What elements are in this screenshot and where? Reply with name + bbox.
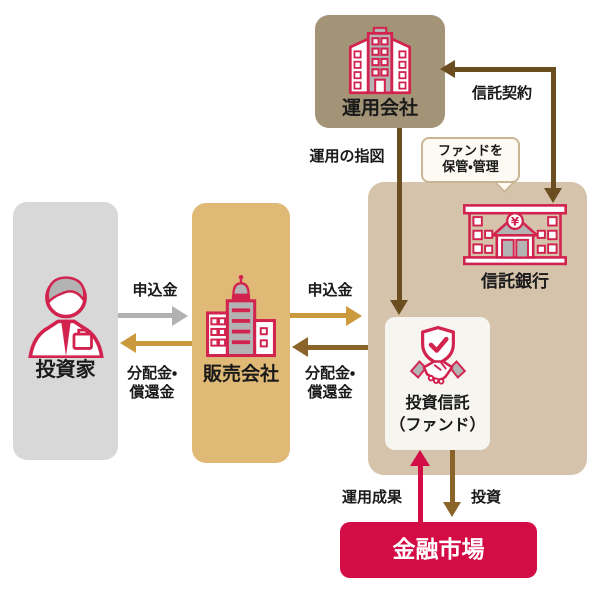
trust-bank-label: 信託銀行 <box>481 272 549 292</box>
arrow-application-investor-head <box>172 305 188 326</box>
distribution-label-1-line2: 償還金 <box>129 382 175 401</box>
investor-label: 投資家 <box>35 357 96 381</box>
arrow-distribution-investor-line <box>135 341 192 346</box>
arrow-distribution-investor-head <box>120 333 136 353</box>
arrow-performance-head <box>410 450 430 466</box>
arrow-trust-contract-hline <box>453 67 554 72</box>
arrow-application-investor-line <box>118 313 174 318</box>
distribution-label-2: 分配金・ 償還金 <box>288 364 372 402</box>
investment-label: 投資 <box>470 488 501 506</box>
distribution-label-1-line1: 分配金・ <box>126 364 178 382</box>
arrow-investment-line <box>450 450 455 503</box>
arrow-trust-contract-head-down <box>544 188 562 203</box>
arrow-distribution-distributor-head <box>292 337 308 357</box>
trust-contract-label: 信託契約 <box>471 84 532 102</box>
arrow-performance-line <box>418 465 423 522</box>
arrow-investment-head <box>443 502 461 517</box>
application-label-1: 申込金 <box>132 281 178 299</box>
fund-label-line2: （ファンド） <box>389 415 486 435</box>
performance-label: 運用成果 <box>341 488 402 506</box>
financial-market-box <box>340 522 537 578</box>
fund-label-line1: 投資信託 <box>405 393 470 412</box>
arrow-trust-contract-head-left <box>440 60 455 78</box>
callout-line2: 保管・管理 <box>442 160 499 175</box>
distributor-building-icon <box>203 272 279 360</box>
management-building-icon <box>342 26 418 96</box>
arrow-distribution-distributor-line <box>307 345 368 350</box>
distribution-label-2-line1: 分配金・ <box>304 364 356 382</box>
fund-label: 投資信託 （ファンド） <box>385 392 490 437</box>
callout-custody: ファンドを 保管・管理 <box>421 137 520 183</box>
arrow-application-distributor-head <box>346 305 362 326</box>
application-label-2: 申込金 <box>307 281 353 299</box>
distributor-label: 販売会社 <box>202 363 279 385</box>
financial-market-label: 金融市場 <box>392 537 485 563</box>
management-instruction-label: 運用の指図 <box>309 147 385 165</box>
callout-line1: ファンドを <box>437 144 503 159</box>
svg-text:¥: ¥ <box>511 215 519 229</box>
trust-bank-icon: ¥ <box>463 201 567 267</box>
fund-shield-handshake-icon <box>406 324 470 390</box>
arrow-instruction-head <box>390 300 408 315</box>
distribution-label-2-line2: 償還金 <box>307 382 353 401</box>
management-company-label: 運用会社 <box>341 97 418 119</box>
arrow-application-distributor-line <box>290 313 348 318</box>
investor-person-icon <box>26 272 106 358</box>
arrow-trust-contract-vline <box>551 67 556 188</box>
arrow-instruction-line <box>397 128 402 301</box>
distribution-label-1: 分配金・ 償還金 <box>110 364 194 402</box>
